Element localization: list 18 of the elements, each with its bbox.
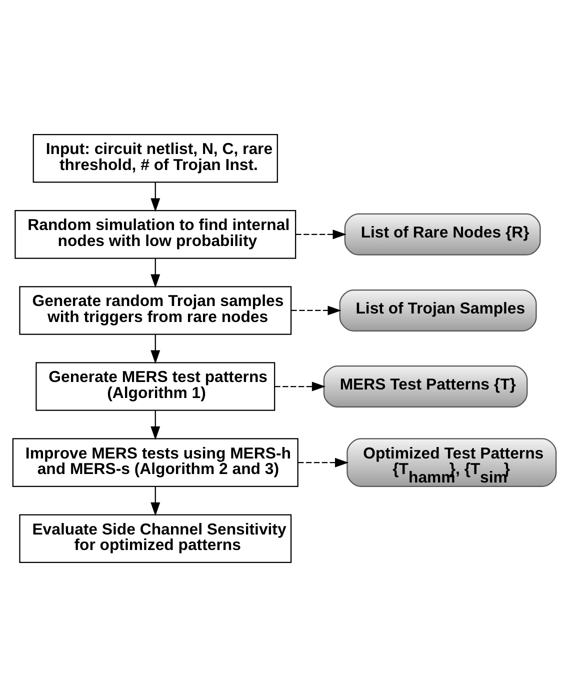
arrow (150, 182, 160, 212)
node-box: Evaluate Side Channel Sensitivity for optimized patterns (19, 514, 292, 563)
arrow (150, 258, 160, 288)
node-box: Improve MERS tests using MERS-h and MERS-s (Algorithm 2 and 3) (12, 438, 298, 486)
arrow (274, 381, 326, 391)
arrow (291, 305, 342, 315)
arrow (150, 486, 160, 516)
arrow (150, 334, 160, 364)
arrow (150, 410, 160, 440)
node-box: Input: circuit netlist, N, C, rare threshold, # of Trojan Inst. (32, 133, 278, 182)
arrow (298, 457, 349, 467)
node-box: Random simulation to find internal nodes with low probability (14, 210, 296, 258)
node-box: Generate MERS test patterns (Algorithm 1) (36, 362, 276, 410)
node-box: Generate random Trojan samples with triggers from rare nodes (19, 286, 292, 334)
arrow (296, 229, 346, 239)
node-box: List of Rare Nodes {R} (344, 212, 541, 255)
node-box: List of Trojan Samples (339, 288, 537, 331)
node-box: MERS Test Patterns {T} (323, 365, 528, 408)
